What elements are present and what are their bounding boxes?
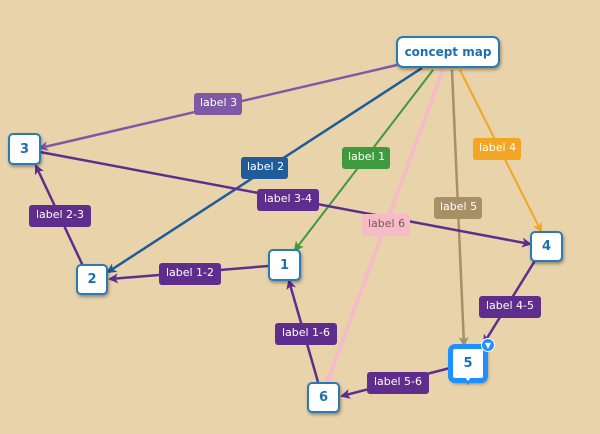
- node-4[interactable]: 4: [530, 231, 563, 262]
- node-5-pointer-inner: [465, 377, 471, 381]
- edge-label-1-6[interactable]: label 1-6: [275, 323, 337, 345]
- node-1-label: 1: [279, 257, 290, 273]
- edge-label-root-3[interactable]: label 3: [194, 93, 242, 115]
- node-5-label: 5: [463, 356, 473, 371]
- edge-label-3-4[interactable]: label 3-4: [257, 189, 319, 211]
- edge-label-root-1[interactable]: label 1: [342, 147, 390, 169]
- node-3[interactable]: 3: [8, 133, 41, 165]
- node-concept-map-label: concept map: [404, 45, 492, 59]
- chevron-down-icon[interactable]: ▼: [481, 338, 495, 352]
- edge-label-root-5[interactable]: label 5: [434, 197, 482, 219]
- node-6-label: 6: [318, 390, 329, 405]
- node-2[interactable]: 2: [76, 264, 108, 295]
- node-5[interactable]: 5: [449, 345, 487, 385]
- edge-label-root-4[interactable]: label 4: [473, 138, 521, 160]
- node-5-pointer: [463, 379, 473, 385]
- edge-label-2-3[interactable]: label 2-3: [29, 205, 91, 227]
- node-concept-map[interactable]: concept map: [396, 36, 500, 68]
- edge-label-5-6[interactable]: label 5-6: [367, 372, 429, 394]
- edge-label-root-6[interactable]: label 6: [362, 214, 410, 236]
- node-2-label: 2: [87, 272, 97, 287]
- node-6[interactable]: 6: [307, 382, 340, 413]
- node-4-label: 4: [541, 239, 552, 254]
- edge-label-4-5[interactable]: label 4-5: [479, 296, 541, 318]
- node-1[interactable]: 1: [268, 249, 301, 281]
- node-3-label: 3: [19, 141, 30, 157]
- edge-label-1-2[interactable]: label 1-2: [159, 263, 221, 285]
- edge-label-root-2[interactable]: label 2: [241, 157, 288, 179]
